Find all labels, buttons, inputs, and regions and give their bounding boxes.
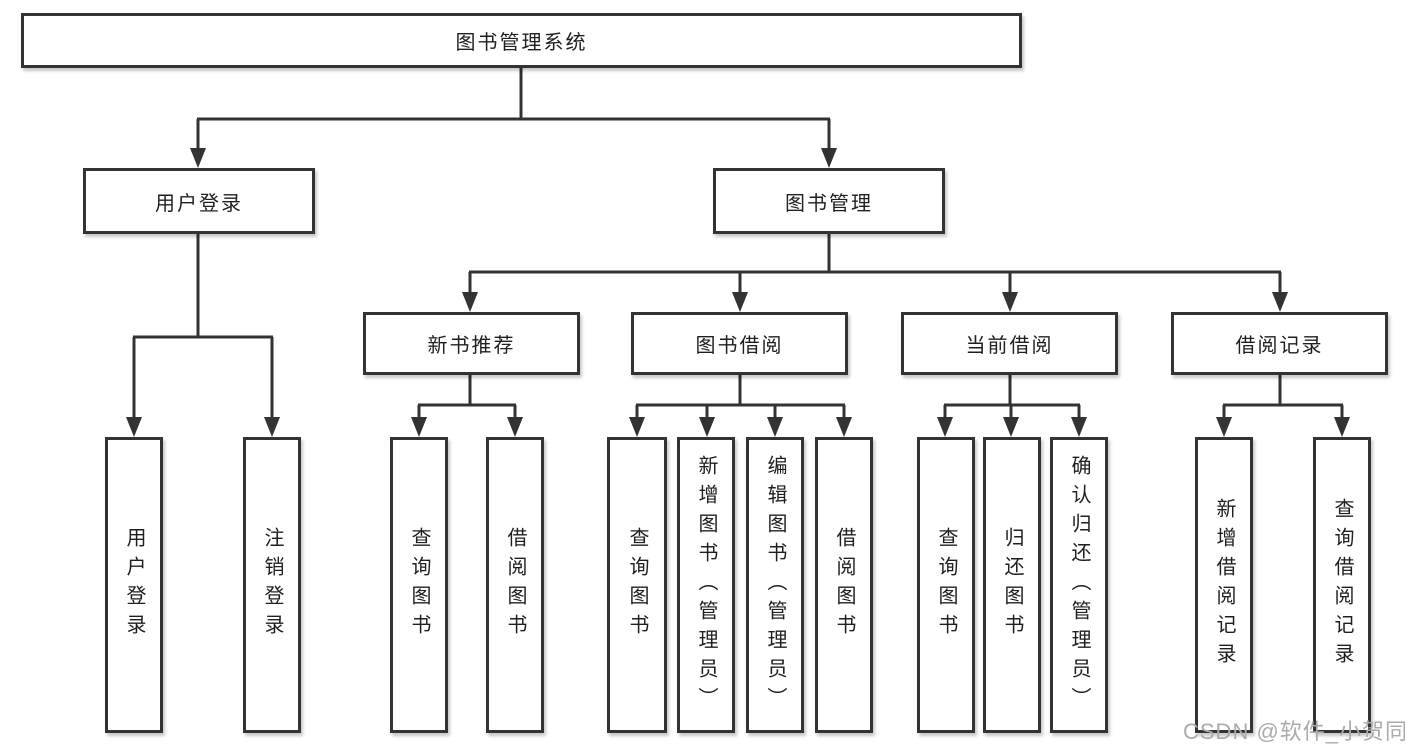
leaf-user-login: 用户登录 — [105, 437, 163, 733]
leaf-borrow-books-recommend: 借阅图书 — [486, 437, 544, 733]
leaf-add-borrow-record: 新增借阅记录 — [1195, 437, 1253, 733]
node-book-management-branch: 图书管理 — [713, 168, 945, 234]
node-current-borrow: 当前借阅 — [901, 312, 1118, 375]
leaf-confirm-return-admin: 确认归还（管理员） — [1050, 437, 1108, 733]
leaf-logout: 注销登录 — [243, 437, 301, 733]
leaf-add-books-admin: 新增图书（管理员） — [677, 437, 735, 733]
node-user-login-branch: 用户登录 — [83, 168, 315, 234]
node-book-borrow: 图书借阅 — [631, 312, 848, 375]
leaf-borrow-books: 借阅图书 — [815, 437, 873, 733]
node-new-book-recommend: 新书推荐 — [363, 312, 580, 375]
node-system-root: 图书管理系统 — [21, 13, 1022, 68]
leaf-edit-books-admin: 编辑图书（管理员） — [746, 437, 804, 733]
leaf-query-books-borrow: 查询图书 — [607, 437, 667, 733]
leaf-return-books: 归还图书 — [983, 437, 1041, 733]
leaf-query-books-current: 查询图书 — [917, 437, 975, 733]
leaf-query-borrow-record: 查询借阅记录 — [1313, 437, 1371, 733]
csdn-watermark: CSDN @软件_小贺同学 — [1183, 719, 1405, 744]
leaf-query-books-recommend: 查询图书 — [390, 437, 448, 733]
node-borrow-records: 借阅记录 — [1171, 312, 1388, 375]
